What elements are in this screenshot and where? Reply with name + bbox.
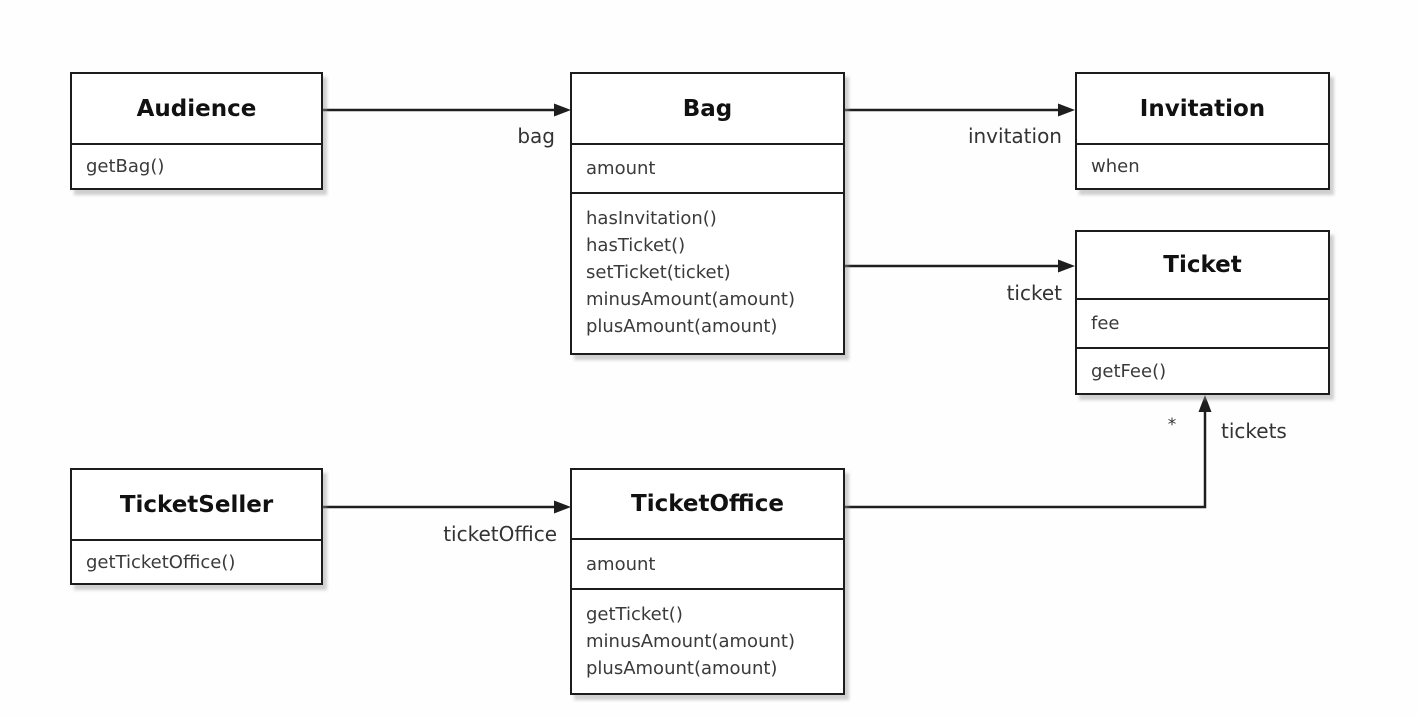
association-label-bag: bag [517,124,555,148]
method-hasticket: hasTicket() [586,235,686,256]
association-label-invitation: invitation [967,124,1062,148]
class-ticketseller: TicketSeller getTicketOffice() [70,468,323,585]
class-audience-methods: getBag() [72,145,321,188]
association-audience-bag [323,103,571,117]
association-line [845,411,1207,509]
class-ticketoffice-title: TicketOffice [572,470,843,540]
class-ticketoffice: TicketOffice amount getTicket() minusAmo… [570,468,845,695]
arrowhead-icon [554,103,571,117]
class-bag-methods: hasInvitation() hasTicket() setTicket(ti… [572,194,843,353]
association-bag-ticket [845,259,1075,273]
association-ticketoffice-ticket [845,395,1212,509]
multiplicity-star: * [1167,415,1177,435]
class-ticketoffice-attributes: amount [572,540,843,590]
association-label-ticket: ticket [1006,281,1062,305]
method-getbag: getBag() [86,156,165,177]
attribute-amount: amount [586,158,656,179]
method-hasinvitation: hasInvitation() [586,208,717,229]
arrowhead-icon [1058,259,1075,273]
association-bag-invitation [845,103,1075,117]
class-ticketseller-methods: getTicketOffice() [72,541,321,583]
class-bag-title: Bag [572,74,843,145]
class-audience: Audience getBag() [70,72,323,190]
class-ticketseller-title: TicketSeller [72,470,321,541]
arrowhead-icon [554,500,571,514]
method-getticket: getTicket() [586,604,683,625]
arrowhead-icon [1198,395,1212,412]
class-ticket-methods: getFee() [1077,349,1328,393]
method-minusamount: minusAmount(amount) [586,631,795,652]
arrowhead-icon [1058,103,1075,117]
method-getfee: getFee() [1091,360,1167,382]
class-bag-attributes: amount [572,145,843,194]
attribute-fee: fee [1091,313,1120,334]
attribute-amount: amount [586,553,656,575]
class-ticket-title: Ticket [1077,232,1328,300]
method-plusamount: plusAmount(amount) [586,316,778,337]
method-setticket: setTicket(ticket) [586,262,731,283]
association-ticketseller-ticketoffice [323,500,571,514]
method-plusamount: plusAmount(amount) [586,658,778,679]
class-invitation: Invitation when [1075,72,1330,190]
method-getticketoffice: getTicketOffice() [86,551,236,573]
class-ticket-attributes: fee [1077,300,1328,349]
class-bag: Bag amount hasInvitation() hasTicket() s… [570,72,845,355]
association-label-tickets: tickets [1221,419,1287,443]
attribute-when: when [1091,156,1140,177]
method-minusamount: minusAmount(amount) [586,289,795,310]
class-ticketoffice-methods: getTicket() minusAmount(amount) plusAmou… [572,590,843,693]
association-label-ticketoffice: ticketOffice [443,522,557,546]
class-ticket: Ticket fee getFee() [1075,230,1330,395]
class-invitation-attributes: when [1077,145,1328,188]
class-audience-title: Audience [72,74,321,145]
class-invitation-title: Invitation [1077,74,1328,145]
